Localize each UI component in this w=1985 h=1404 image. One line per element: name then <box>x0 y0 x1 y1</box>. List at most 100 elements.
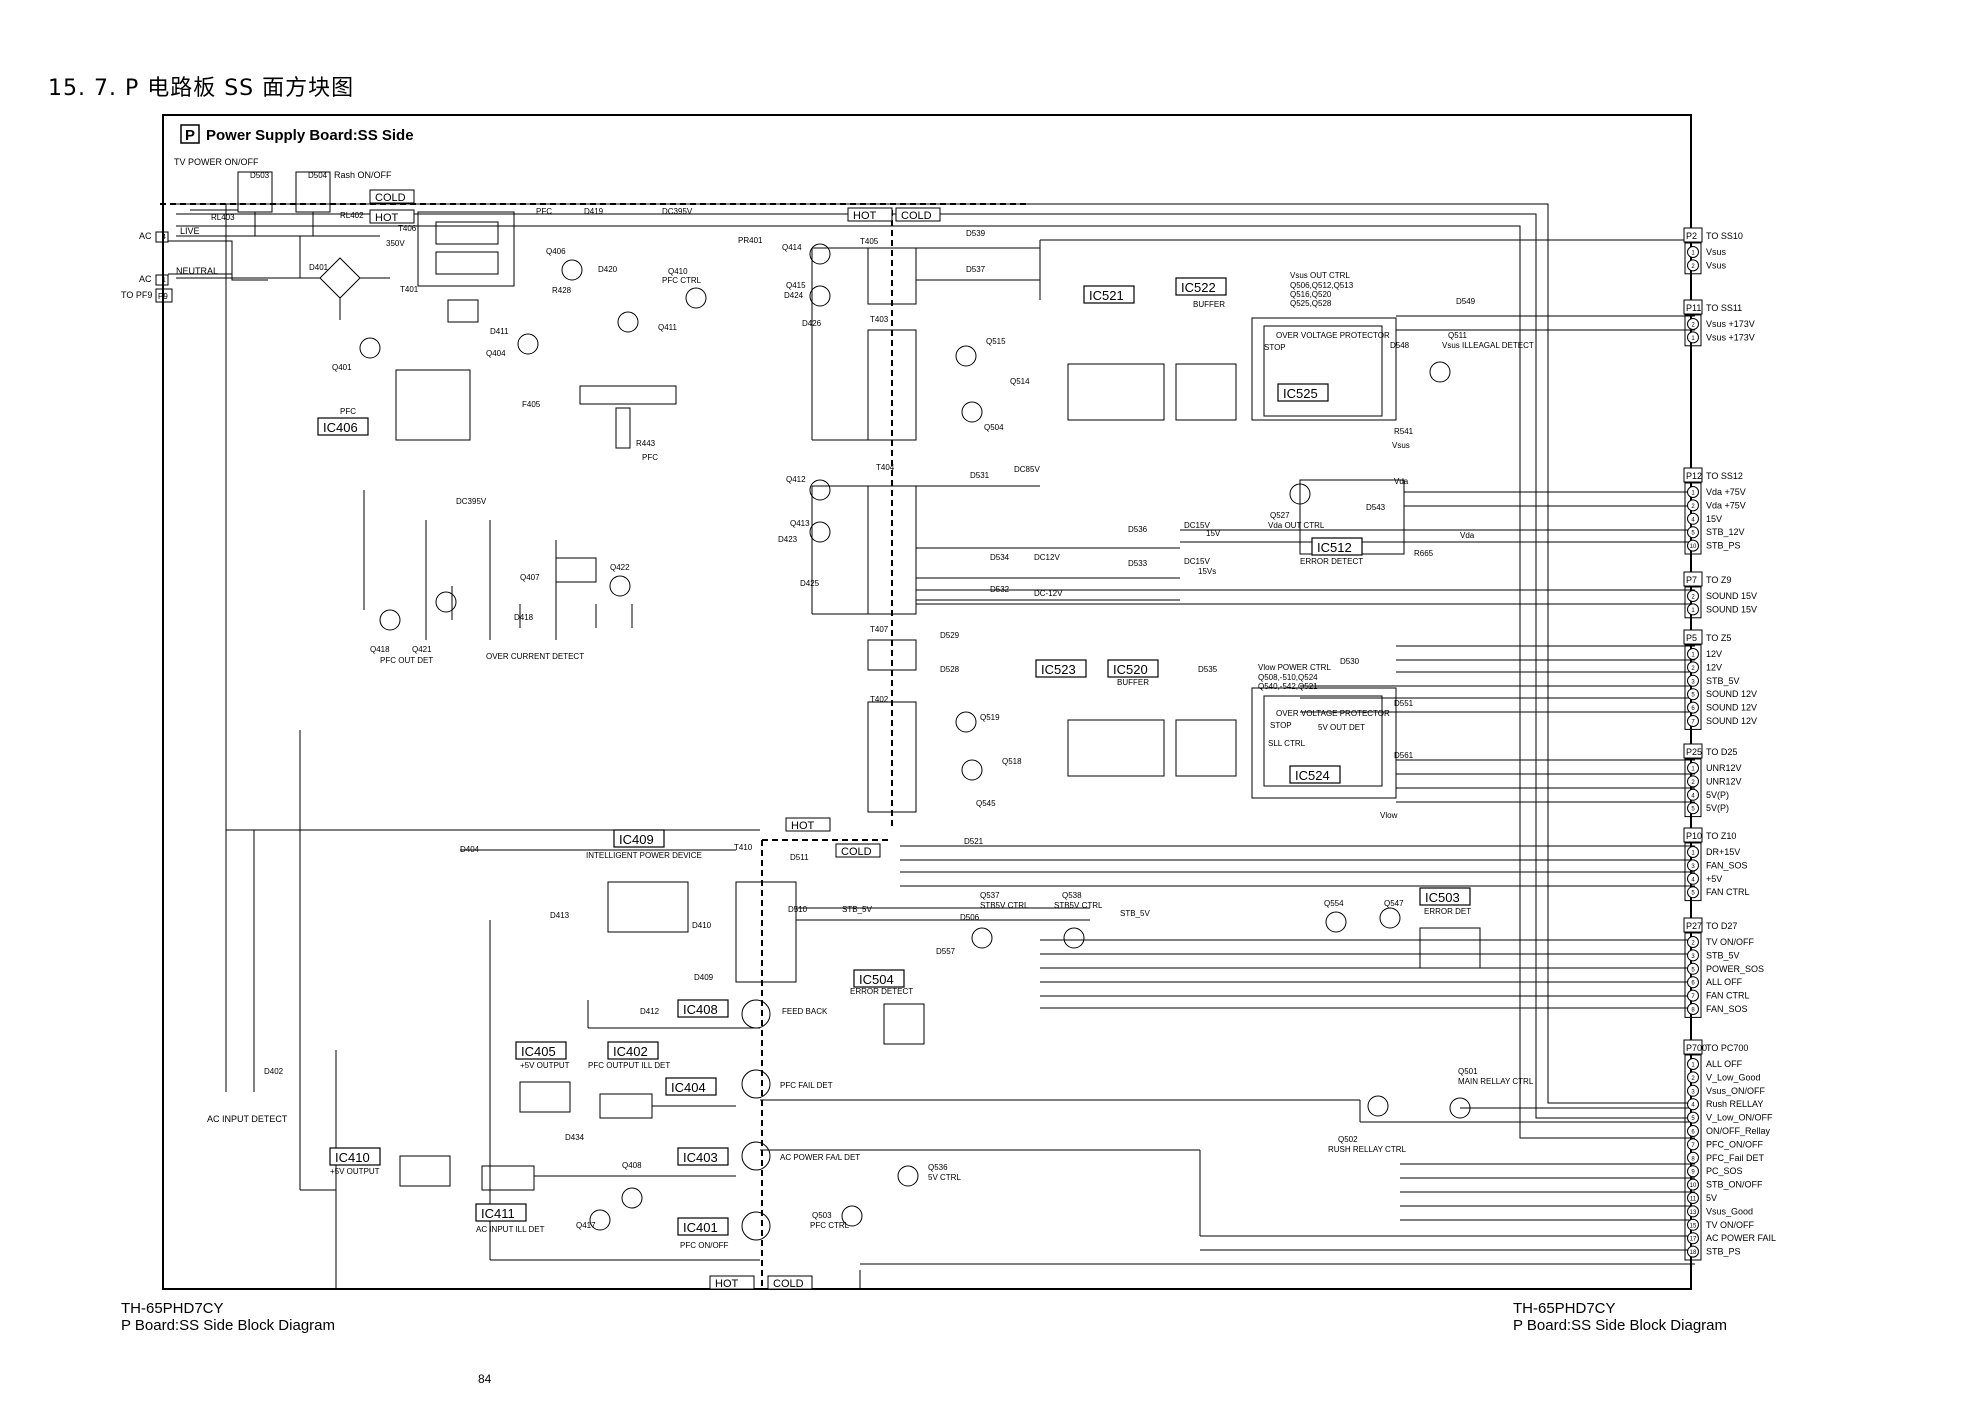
ic-label-ic524: IC524 <box>1295 768 1330 783</box>
component-dc15v2: DC15V <box>1184 557 1210 566</box>
connector-pin-number: 3 <box>1691 954 1695 960</box>
connector-pin <box>1687 886 1699 899</box>
component-q408: Q408 <box>622 1161 642 1170</box>
component-v15: 15V <box>1206 529 1221 538</box>
component-d423: D423 <box>778 535 798 544</box>
connector-pin-number: 2 <box>1691 780 1695 786</box>
zone-tag-cold-mid: COLD <box>841 846 872 858</box>
component-v5-output: +5V OUTPUT <box>520 1061 570 1070</box>
connector-pin <box>1687 846 1699 858</box>
connector-pin <box>1687 512 1699 525</box>
connector-dest-p700: TO PC700 <box>1706 1043 1748 1053</box>
connector-pin-number: 1 <box>1691 653 1695 659</box>
component-d506: D506 <box>960 913 980 922</box>
ic-label-ic411: IC411 <box>481 1206 515 1221</box>
connector-pin-label: Rush RELLAY <box>1706 1099 1763 1109</box>
connector-pin <box>1687 1178 1699 1191</box>
connector-ref-p700: P700 <box>1686 1043 1707 1053</box>
component-vsus-ctrl: Vsus OUT CTRL <box>1290 271 1350 280</box>
connector-ref-box <box>1683 629 1703 645</box>
connector-ref-box <box>1683 827 1703 843</box>
zone-tag-cold-bottom: COLD <box>773 1278 804 1290</box>
connector-pin-label: POWER_SOS <box>1706 964 1764 974</box>
component-sll-ctrl: SLL CTRL <box>1268 739 1306 748</box>
component-vlow: Vlow <box>1380 811 1398 820</box>
component-d532: D532 <box>990 585 1010 594</box>
component-d418: D418 <box>514 613 534 622</box>
connector-pin <box>1687 989 1699 1002</box>
connector-pin-number: 2 <box>1691 666 1695 672</box>
connector-pin-label: PC_SOS <box>1706 1166 1743 1176</box>
component-pr401: PR401 <box>738 236 763 245</box>
connector-pin-number: 5 <box>1691 891 1695 897</box>
connector-pin-number: 3 <box>1691 1089 1695 1095</box>
connector-pin <box>1687 259 1699 272</box>
connector-ref-box <box>1683 299 1703 315</box>
component-q422: Q422 <box>610 563 630 572</box>
connector-pin <box>1687 1084 1699 1097</box>
component-rl402: RL402 <box>340 211 364 220</box>
connector-pin-number: 3 <box>1691 679 1695 685</box>
connector-pin <box>1687 1205 1699 1218</box>
connector-pin-number: 5 <box>1691 531 1695 537</box>
component-vda: Vda <box>1394 477 1409 486</box>
connector-pin <box>1687 1192 1699 1204</box>
input-label-neutral: NEUTRAL <box>176 266 218 276</box>
connector-pin-number: 18 <box>1690 1250 1697 1256</box>
connector-ref-p12: P12 <box>1686 471 1702 481</box>
connector-pin <box>1687 976 1699 989</box>
component-d533: D533 <box>1128 559 1148 568</box>
component-stop2: STOP <box>1270 721 1292 730</box>
connector-pin-label: FAN_SOS <box>1706 860 1748 870</box>
connector-pin <box>1687 318 1699 330</box>
connector-pin-label: +5V <box>1706 874 1722 884</box>
component-v5-output2: +5V OUTPUT <box>330 1167 380 1176</box>
component-d530: D530 <box>1340 657 1360 666</box>
ic-box-ic409 <box>613 829 665 848</box>
connector-ref-p5: P5 <box>1686 633 1697 643</box>
ic-label-ic404: IC404 <box>671 1080 706 1095</box>
component-error-det: ERROR DET <box>1424 907 1471 916</box>
connector-pin-number: 1 <box>1691 767 1695 773</box>
connector-dest-p12: TO SS12 <box>1706 471 1743 481</box>
ic-box-ic403 <box>677 1147 729 1166</box>
input-label-live: LIVE <box>180 226 200 236</box>
component-d549: D549 <box>1456 297 1476 306</box>
page-number: 84 <box>478 1372 492 1386</box>
connector-pin <box>1687 674 1699 687</box>
connector-pin-label: SOUND 12V <box>1706 703 1757 713</box>
zone-box-hot-bottom <box>709 1275 755 1290</box>
connector-pin-number: 2 <box>1691 1076 1695 1082</box>
connector-pin-label: ON/OFF_Rellay <box>1706 1126 1771 1136</box>
connector-pin-number: 2 <box>1691 941 1695 947</box>
connector-pin-label: STB_PS <box>1706 1247 1741 1257</box>
component-stb5v-ctrl2: STB5V CTRL <box>1054 901 1103 910</box>
component-d503: D503 <box>250 171 270 180</box>
ic-box-ic410 <box>329 1147 381 1166</box>
connector-ref-p10: P10 <box>1686 831 1702 841</box>
connector-pin-number: 5 <box>1691 967 1695 973</box>
board-letter: P <box>185 127 195 144</box>
connector-ref-box <box>1683 743 1703 759</box>
ic-label-ic403: IC403 <box>683 1150 718 1165</box>
zone-box-cold-bottom <box>767 1275 813 1290</box>
connector-pin-label: ALL OFF <box>1706 1059 1743 1069</box>
component-stb5v2: STB_5V <box>1120 909 1150 918</box>
component-dc85v: DC85V <box>1014 465 1040 474</box>
component-q503: Q503 <box>812 1211 832 1220</box>
zone-box-cold-t405 <box>895 207 941 222</box>
component-r443: R443 <box>636 439 656 448</box>
component-f405: F405 <box>522 400 541 409</box>
connector-body <box>1684 842 1702 902</box>
connector-pin-number: 4 <box>1691 1103 1695 1109</box>
component-d434: D434 <box>565 1133 585 1142</box>
ic-label-ic522: IC522 <box>1181 280 1216 295</box>
connector-pin-number: 13 <box>1690 1210 1697 1216</box>
component-v15vs: 15Vs <box>1198 567 1216 576</box>
connector-pin <box>1687 1071 1699 1084</box>
footer-right-caption: P Board:SS Side Block Diagram <box>1513 1317 1727 1334</box>
ic-label-ic401: IC401 <box>683 1220 718 1235</box>
connector-pin-label: SOUND 15V <box>1706 591 1757 601</box>
component-pfc2: PFC <box>340 407 356 416</box>
connector-pin <box>1687 486 1699 498</box>
